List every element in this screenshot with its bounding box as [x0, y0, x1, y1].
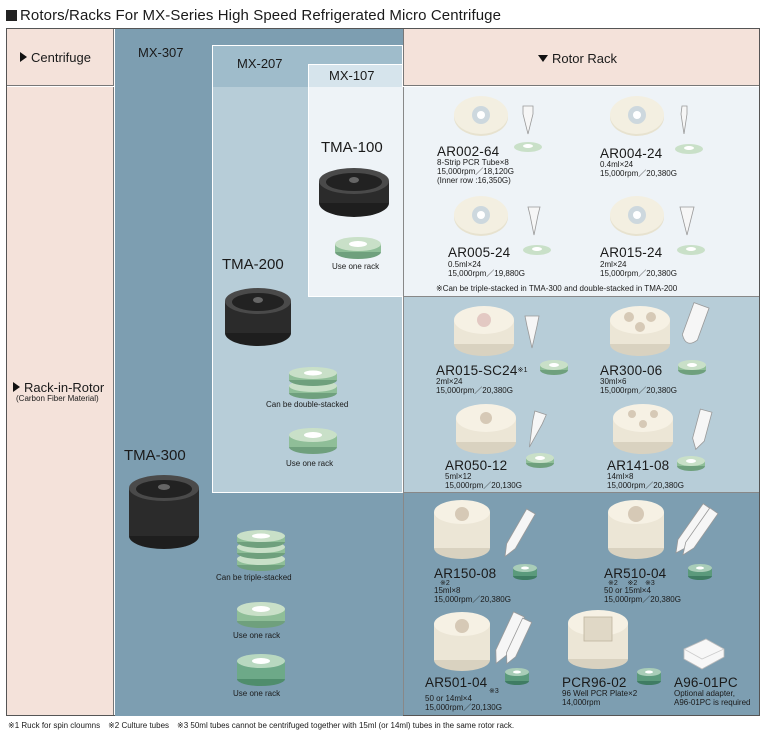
rack-ring-icon	[688, 564, 712, 580]
tma300-single-note-1: Use one rack	[233, 631, 281, 640]
tma200-rotor-image	[225, 288, 291, 346]
rack-ring-icon	[540, 360, 568, 375]
rack-ring-icon	[677, 456, 705, 471]
model-mx207: MX-207	[237, 56, 283, 71]
ar002-rack-image	[454, 96, 508, 136]
tma100-note: Use one rack	[332, 262, 380, 271]
ar510-code: AR510-04	[604, 566, 667, 581]
ar300-rack-image	[610, 306, 670, 356]
rack-ring-icon	[513, 564, 537, 580]
ar015sc-rack-image	[454, 306, 514, 356]
tube-icon	[522, 105, 534, 135]
pcr96-rack-image	[568, 610, 628, 669]
ar005-rack-image	[454, 196, 508, 236]
tma200-double-note: Can be double-stacked	[266, 400, 349, 409]
rack-ring-icon	[505, 668, 529, 685]
ar015-code: AR015-24	[600, 245, 663, 260]
rack-triple-icon	[237, 530, 285, 571]
tma300-triple-note: Can be triple-stacked	[216, 573, 292, 582]
ar004-code: AR004-24	[600, 146, 663, 161]
rotor-tma100-label: TMA-100	[321, 139, 383, 156]
triangle-right-icon	[13, 382, 20, 392]
rack-single-icon	[237, 602, 285, 628]
a96-adapter-image	[683, 638, 725, 670]
stacking-note: ※Can be triple-stacked in TMA-300 and do…	[436, 284, 678, 293]
ar501-mark: ※3	[489, 688, 499, 695]
title-square-icon	[6, 10, 17, 21]
ar141-rack-image	[613, 404, 673, 454]
ar510-mark: ※2 ※2 ※3	[608, 580, 655, 587]
tube-icon	[679, 206, 695, 236]
tube-pair-icon	[675, 503, 719, 556]
rack-ring-icon	[514, 142, 542, 152]
tube-icon	[692, 408, 713, 451]
footnote: ※1 Ruck for spin cloumns ※2 Culture tube…	[8, 721, 515, 730]
page-title: Rotors/Racks For MX-Series High Speed Re…	[6, 7, 501, 24]
rack-ring-icon	[675, 144, 703, 154]
a96-code: A96-01PC	[674, 675, 738, 690]
ar050-code: AR050-12	[445, 458, 508, 473]
tube-icon	[529, 410, 547, 448]
ar150-rack-image	[434, 500, 490, 559]
rack-ring-icon	[637, 668, 661, 685]
tma300-single-note-2: Use one rack	[233, 689, 281, 698]
model-mx307: MX-307	[138, 45, 184, 60]
tube-icon	[524, 315, 540, 349]
rack-single-tall-icon	[237, 654, 285, 686]
tma200-single-note: Use one rack	[286, 459, 334, 468]
tube-pair-icon	[495, 611, 533, 665]
rack-ring-icon	[523, 245, 551, 255]
ar002-code: AR002-64	[437, 144, 500, 159]
rack-ring-icon	[678, 360, 706, 375]
rack-in-rotor-label: Rack-in-Rotor	[13, 380, 104, 395]
ar150-mark: ※2	[440, 580, 450, 587]
ar005-code: AR005-24	[448, 245, 511, 260]
rotor-tma300-label: TMA-300	[124, 447, 186, 464]
rotor-rack-header: Rotor Rack	[538, 51, 617, 66]
rotor-rack-header-cell	[403, 29, 759, 86]
rack-single-icon	[335, 237, 381, 259]
tube-icon	[527, 206, 541, 236]
ar510-rack-image	[608, 500, 664, 559]
centrifuge-header: Centrifuge	[20, 50, 91, 65]
tma100-rotor-image	[319, 168, 389, 217]
ar015sc-code: AR015-SC24※1	[436, 363, 528, 378]
ar141-code: AR141-08	[607, 458, 670, 473]
tube-icon	[504, 508, 536, 558]
rack-double-icon	[289, 367, 337, 399]
ar501-code: AR501-04	[425, 675, 488, 690]
tube-icon	[681, 302, 710, 344]
rack-single-icon	[289, 428, 337, 454]
ar501-rack-image	[434, 612, 490, 671]
model-mx107: MX-107	[329, 68, 375, 83]
a96-spec: Optional adapter,A96-01PC is required	[674, 689, 751, 707]
ar300-code: AR300-06	[600, 363, 663, 378]
ar015-rack-image	[610, 196, 664, 236]
triangle-right-icon	[20, 52, 27, 62]
tube-icon	[680, 105, 688, 135]
rack-ring-icon	[677, 245, 705, 255]
ar004-rack-image	[610, 96, 664, 136]
rack-in-rotor-cell	[7, 87, 114, 715]
material-label: (Carbon Fiber Material)	[16, 394, 99, 403]
tma300-rotor-image	[129, 475, 199, 549]
triangle-down-icon	[538, 55, 548, 62]
rotor-tma200-label: TMA-200	[222, 256, 284, 273]
rack-ring-icon	[526, 453, 554, 468]
ar150-code: AR150-08	[434, 566, 497, 581]
ar050-rack-image	[456, 404, 516, 454]
pcr96-code: PCR96-02	[562, 675, 627, 690]
